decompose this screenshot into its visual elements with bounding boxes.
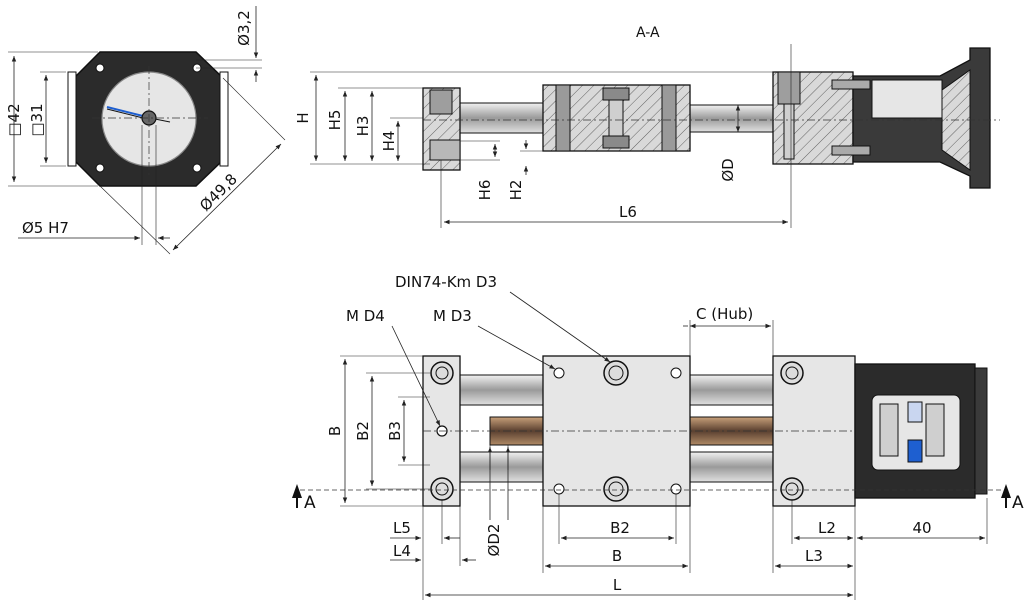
dim-label-c-hub: C (Hub) bbox=[696, 305, 753, 323]
dim-label-H3: H3 bbox=[354, 116, 372, 137]
dim-label-B2-left: B2 bbox=[354, 421, 372, 441]
dim-label-H4: H4 bbox=[380, 131, 398, 152]
dim-label-phiD2: ØD2 bbox=[485, 524, 503, 557]
coupling-blue-insert bbox=[907, 439, 923, 463]
section-title: A-A bbox=[636, 25, 660, 41]
end-view bbox=[67, 51, 229, 187]
top-view bbox=[300, 355, 1005, 507]
dim-label-L4: L4 bbox=[393, 542, 411, 560]
guide-rod-section bbox=[454, 102, 548, 134]
callout-m-d4: M D4 bbox=[346, 307, 385, 325]
callout-m-d3: M D3 bbox=[433, 307, 472, 325]
dim-label-40: 40 bbox=[912, 519, 931, 537]
dim-label-L: L bbox=[613, 576, 622, 594]
dim-label-L2: L2 bbox=[818, 519, 836, 537]
dim-label-H: H bbox=[294, 112, 312, 123]
dim-label-L6: L6 bbox=[619, 203, 637, 221]
section-markers: A A bbox=[292, 484, 1024, 513]
callout-din74: DIN74-Km D3 bbox=[395, 273, 497, 291]
dim-label-L5: L5 bbox=[393, 519, 411, 537]
dim-label-sq42: □42 bbox=[5, 103, 23, 136]
dim-label-phi5-h7: Ø5 H7 bbox=[22, 219, 69, 237]
dim-label-phiD: ØD bbox=[719, 158, 737, 181]
section-letter-left: A bbox=[304, 493, 316, 513]
dim-label-H2: H2 bbox=[507, 180, 525, 201]
dim-label-B3: B3 bbox=[386, 421, 404, 441]
dim-label-phi3-2: Ø3,2 bbox=[235, 10, 253, 46]
section-letter-right: A bbox=[1012, 493, 1024, 513]
section-view: A-A bbox=[422, 25, 1000, 189]
dim-label-H5: H5 bbox=[326, 110, 344, 131]
dim-label-H6: H6 bbox=[476, 180, 494, 201]
dim-label-sq31: □31 bbox=[28, 103, 46, 136]
dim-label-B-bottom: B bbox=[612, 547, 622, 565]
section-view-dimensions: H H5 H3 H4 H6 H2 ØD L6 bbox=[294, 44, 792, 228]
dim-label-B: B bbox=[326, 426, 344, 436]
dim-label-L3: L3 bbox=[805, 547, 823, 565]
top-view-dimensions: DIN74-Km D3 M D4 M D3 C (Hub) B B2 B3 L5… bbox=[326, 273, 988, 600]
dim-label-B2-bottom: B2 bbox=[610, 519, 630, 537]
